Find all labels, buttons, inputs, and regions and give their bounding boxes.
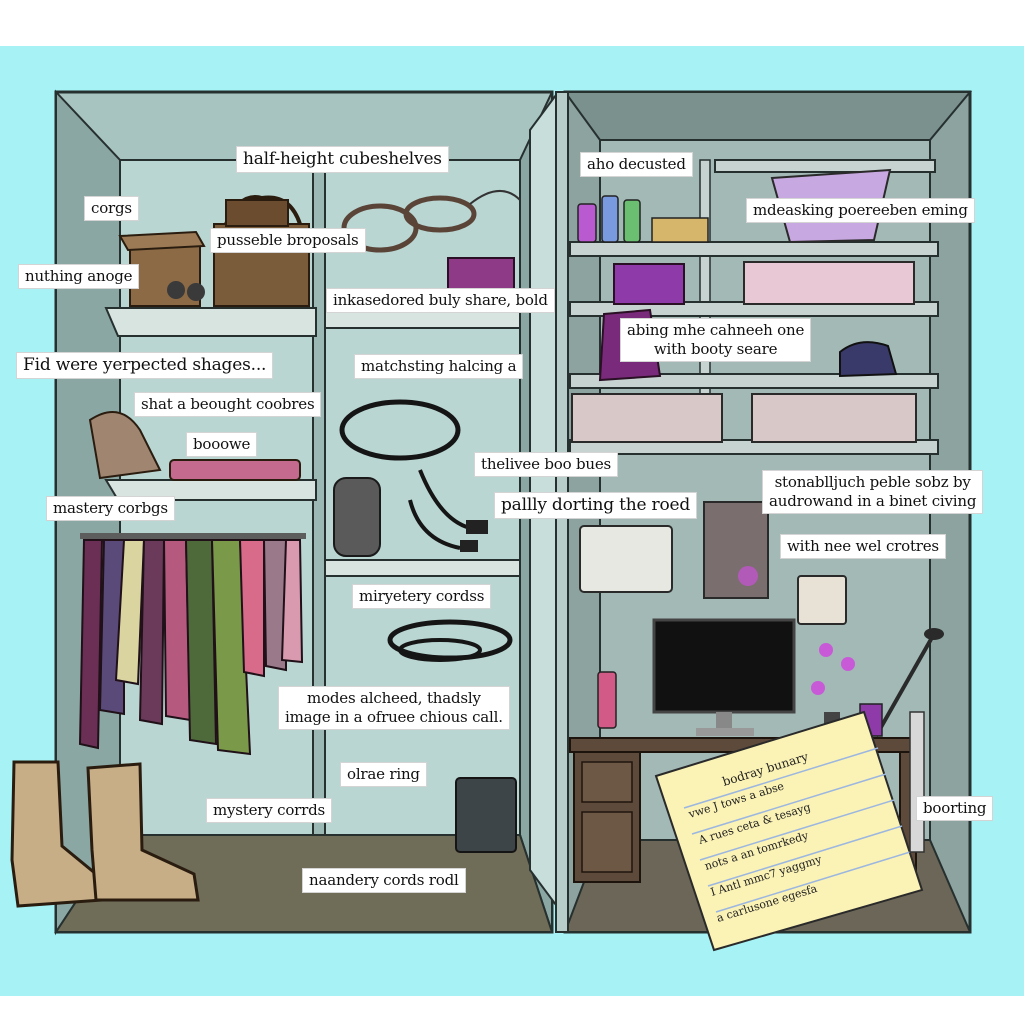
label-boo-bees: thelivee boo bues	[474, 452, 619, 477]
plug-icon	[460, 520, 488, 552]
label-projected-shapes: Fid were yerpected shages...	[16, 352, 274, 380]
wall-organizer-icon	[703, 501, 769, 599]
outlet-icon	[797, 575, 847, 625]
notepad: bodray bunary vwe J tows a abse A rues c…	[654, 710, 924, 952]
label-mastery-cordings: mastery corbgs	[46, 496, 175, 521]
label-nothing-image: nuthing anoge	[18, 264, 140, 289]
label-bought-clothes: shat a beought coobres	[134, 392, 322, 417]
label-cords-rod: naandery cords rodl	[302, 868, 466, 893]
label-matching-holding: matchsting halcing a	[354, 354, 524, 379]
label-glass-ring: olrae ring	[340, 762, 427, 787]
lipstick-icon	[597, 671, 617, 729]
boot-icon	[10, 760, 200, 908]
desk	[569, 737, 921, 883]
folded-items	[88, 411, 301, 481]
side-cable-icon	[909, 711, 925, 853]
label-also-decorated: aho decusted	[580, 152, 693, 177]
cable-coil-icon	[339, 399, 471, 550]
power-adapter-icon	[333, 477, 381, 557]
monitor-icon	[652, 618, 796, 736]
label-modes-attached: modes alcheed, thadsly image in a ofruee…	[278, 686, 510, 730]
lamp-icon	[874, 628, 944, 737]
bottle-icon	[577, 195, 709, 243]
box-icon	[118, 230, 206, 307]
flower-icon	[738, 566, 758, 586]
label-half-height-cube-shelves: half-height cubeshelves	[236, 146, 449, 174]
label-asking-cabinet: abing mhe cahneeh one with booty seare	[620, 318, 812, 362]
label-nice-clothes: with nee wel crotres	[780, 534, 946, 559]
label-boorting: boorting	[916, 796, 994, 821]
label-stonably-pebble: stonablljuch peble sobz by audrowand in …	[762, 470, 984, 514]
hanger-icon	[78, 533, 306, 756]
label-corgs: corgs	[84, 196, 139, 221]
label-dotting-road: pallly dorting the roed	[494, 492, 698, 520]
storage-bin-icon	[571, 261, 917, 443]
label-mystery-cords-mid: miryetery cordss	[352, 584, 492, 609]
wall-device-icon	[579, 525, 673, 593]
cable-coil-icon	[387, 619, 513, 662]
label-possible-proposals: pusseble broposals	[210, 228, 366, 253]
label-mystery-cords-low: mystery corrds	[206, 798, 332, 823]
bag-icon	[839, 341, 898, 378]
power-strip-icon	[455, 777, 517, 853]
label-porcelain-string: mdeasking poereeben eming	[746, 198, 975, 223]
label-bulky-shares: inkasedored buly share, bold	[326, 288, 555, 313]
label-boots: booowe	[186, 432, 258, 457]
